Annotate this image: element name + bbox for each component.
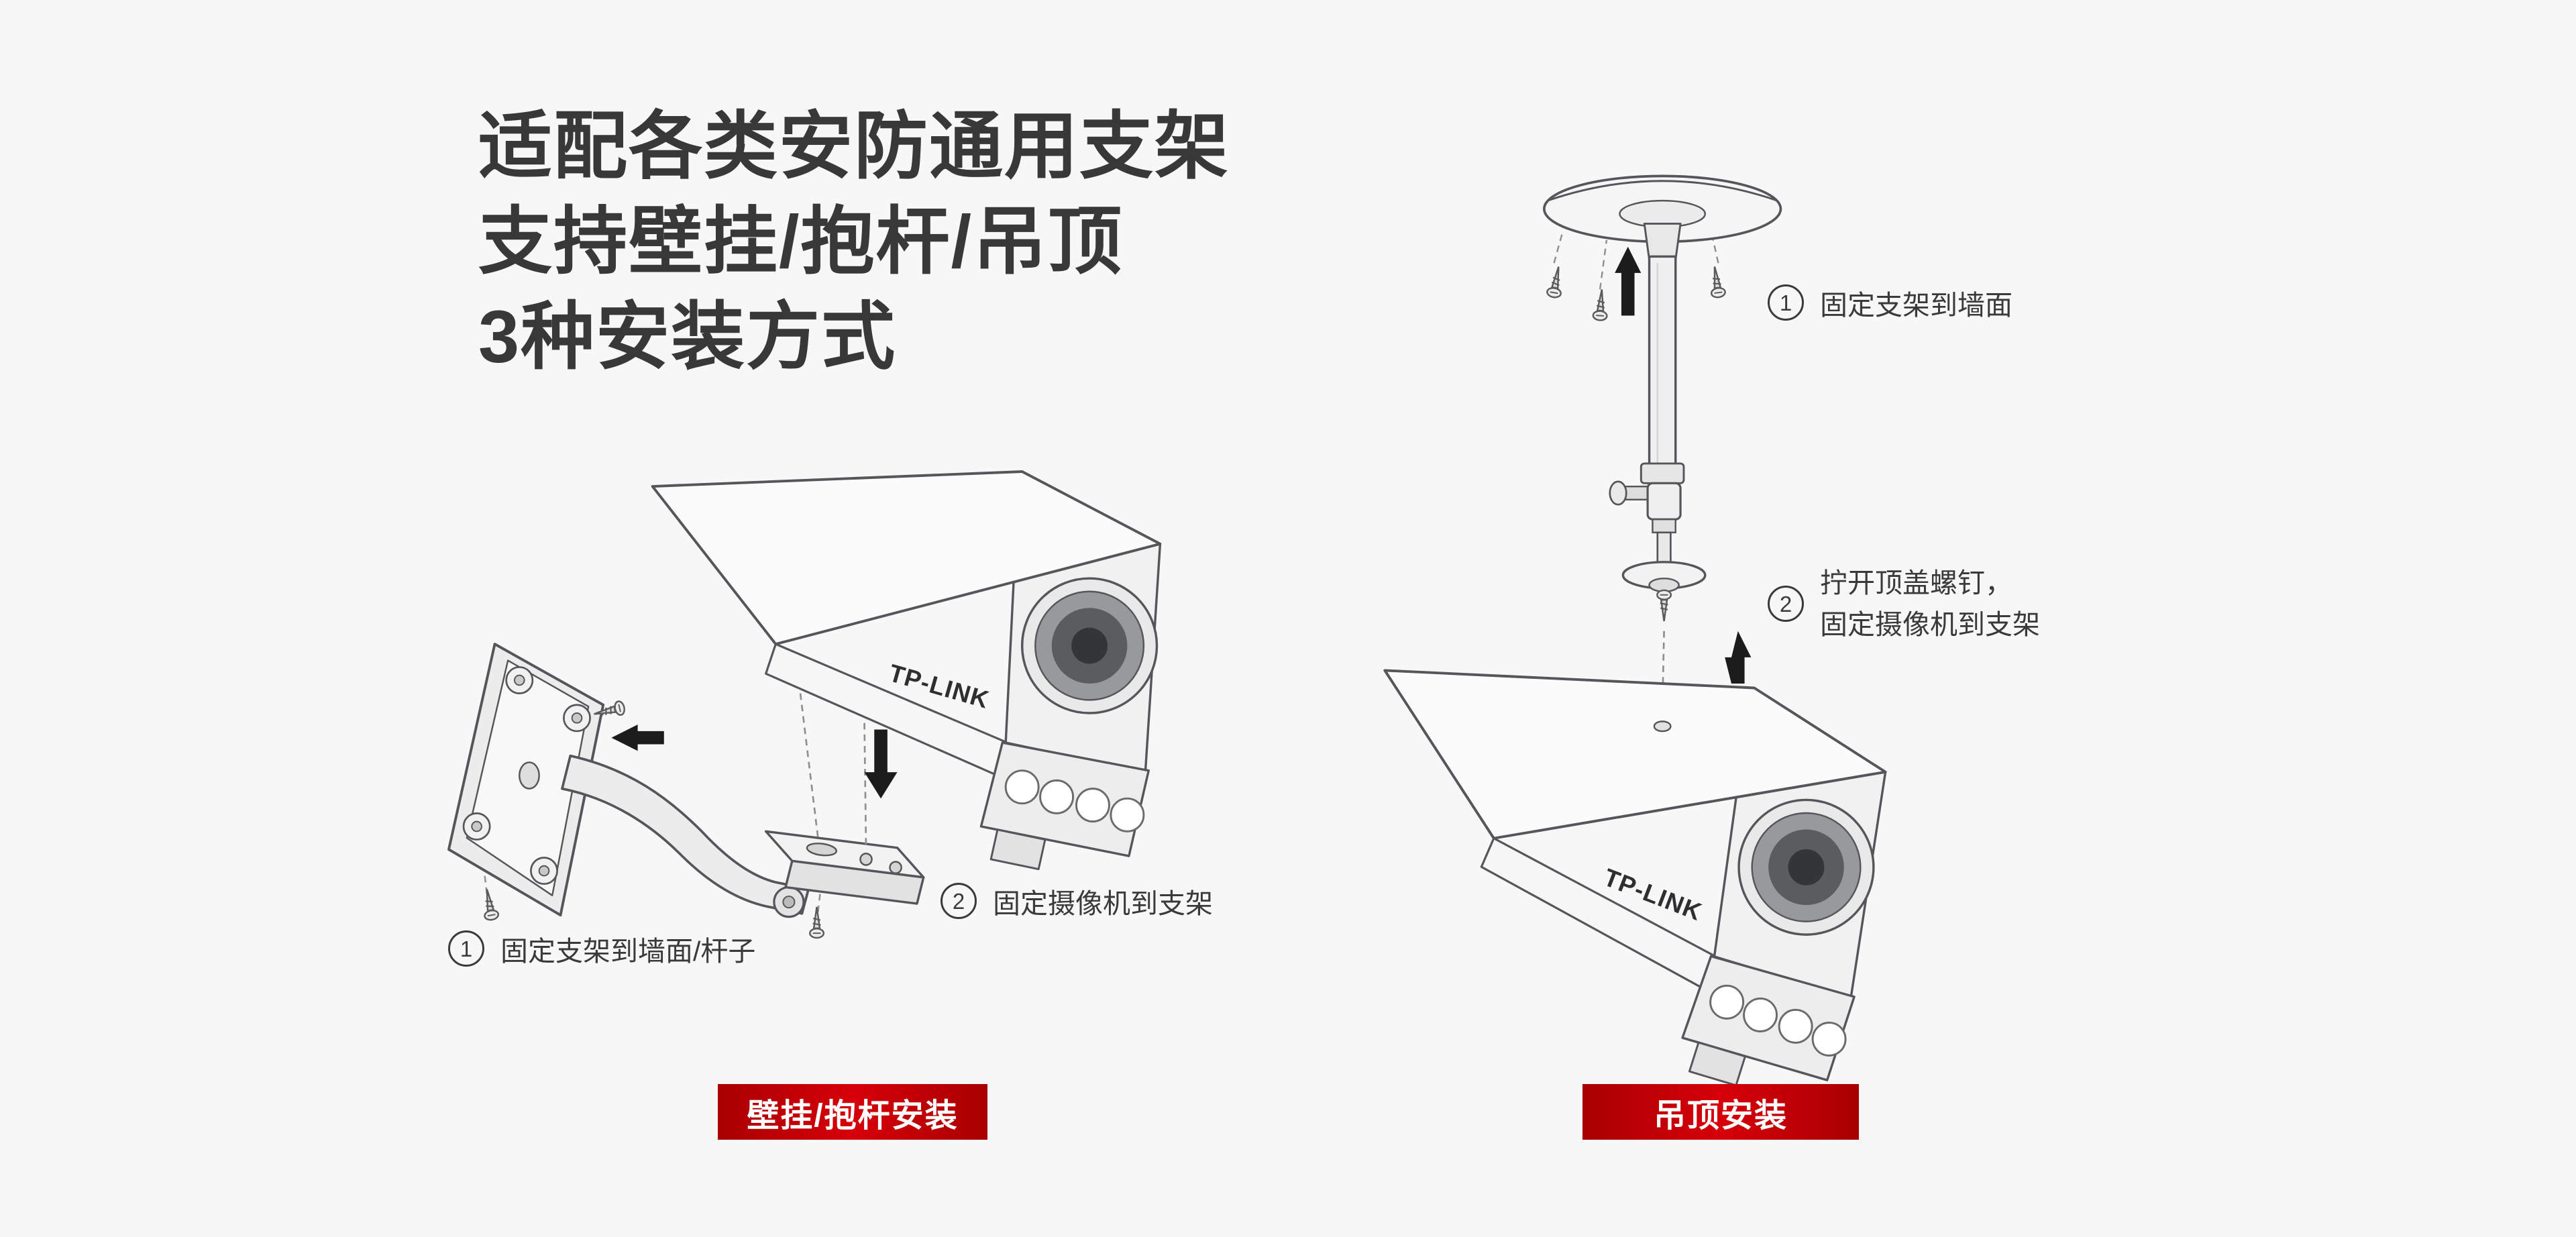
screw-icon bbox=[809, 906, 825, 939]
screw-icon bbox=[1656, 589, 1672, 623]
ceiling-mount-step-2: 2 拧开顶盖螺钉， 固定摄像机到支架 bbox=[1768, 562, 2040, 645]
camera-illustration: TP-LINK bbox=[651, 470, 1162, 871]
step-number-circle: 2 bbox=[941, 883, 977, 919]
step-text: 固定支架到墙面 bbox=[1820, 290, 2012, 321]
screw-icon bbox=[479, 887, 500, 922]
camera-illustration bbox=[1350, 654, 1893, 1097]
camera-up-arrow-icon bbox=[1725, 631, 1752, 684]
headline-line-2: 支持壁挂/抱杆/吊顶 bbox=[478, 201, 1124, 283]
step-text: 拧开顶盖螺钉， 固定摄像机到支架 bbox=[1820, 562, 2040, 645]
step-text-line-2: 固定摄像机到支架 bbox=[1820, 609, 2040, 640]
ceiling-plate bbox=[1543, 174, 1782, 261]
wall-mount-step-2: 2 固定摄像机到支架 bbox=[941, 881, 1213, 921]
screw-icon bbox=[1545, 264, 1566, 300]
ceiling-mount-illustration bbox=[1350, 174, 1893, 1097]
bracket-head bbox=[764, 830, 925, 905]
step-text: 固定支架到墙面/杆子 bbox=[500, 936, 756, 967]
step-text-line-1: 拧开顶盖螺钉， bbox=[1820, 568, 2012, 598]
page-title: 适配各类安防通用支架 支持壁挂/抱杆/吊顶 3种安装方式 bbox=[478, 99, 1230, 385]
wall-mount-badge: 壁挂/抱杆安装 bbox=[718, 1084, 987, 1140]
headline-line-3: 3种安装方式 bbox=[478, 296, 897, 378]
camera-guide-lines bbox=[799, 693, 867, 850]
ceiling-mount-step-1: 1 固定支架到墙面 bbox=[1768, 282, 2012, 323]
pan-tilt-joint bbox=[1609, 480, 1682, 570]
bracket-arm bbox=[561, 754, 810, 918]
wall-plate bbox=[447, 643, 605, 917]
step-number-circle: 2 bbox=[1768, 586, 1804, 622]
ceiling-mount-badge: 吊顶安装 bbox=[1582, 1084, 1859, 1140]
ceiling-up-arrow-icon bbox=[1615, 246, 1642, 316]
camera-mount-disc bbox=[1621, 561, 1707, 593]
wall-mount-step-1: 1 固定支架到墙面/杆子 bbox=[448, 928, 755, 969]
ceiling-pole bbox=[1640, 255, 1685, 484]
headline-line-1: 适配各类安防通用支架 bbox=[478, 105, 1230, 188]
step-text: 固定摄像机到支架 bbox=[993, 888, 1213, 919]
step-number-circle: 1 bbox=[448, 930, 484, 967]
attach-left-arrow-icon bbox=[611, 724, 664, 751]
attach-down-arrow-icon bbox=[864, 729, 898, 799]
screw-icon bbox=[1707, 264, 1727, 299]
screw-icon bbox=[1592, 288, 1610, 322]
step-number-circle: 1 bbox=[1768, 284, 1804, 321]
ir-led-array bbox=[1004, 769, 1145, 832]
camera-top-screw-hole bbox=[1653, 720, 1672, 733]
wall-mount-illustration: TP-LINK bbox=[447, 470, 1162, 939]
